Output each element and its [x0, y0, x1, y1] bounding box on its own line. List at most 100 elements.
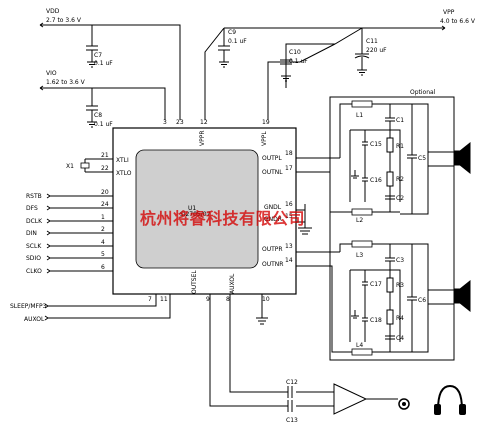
pin-left-name-0: XTLI [116, 157, 129, 164]
c2-label: C2 [396, 195, 404, 202]
chip-part: Si2705/07 [180, 211, 211, 218]
c7-value: 0.1 uF [94, 60, 113, 67]
left-net-label: DIN [26, 230, 37, 237]
headphone-path: C12 C13 [209, 294, 466, 424]
pin-top-num-0: 3 [163, 119, 167, 126]
gnd-right [351, 310, 359, 319]
optional-frame [329, 96, 455, 361]
c16-label: C16 [370, 177, 382, 184]
pin-right-num-2: 16 [285, 201, 293, 208]
cap-c3 [385, 244, 395, 270]
optional-block: Optional L1 L2 C1 R1 R2 C15 C16 C2 C5 [329, 89, 471, 361]
c9-symbol [218, 28, 230, 68]
amplifier-triangle [333, 383, 368, 415]
chip-gnd-wires [296, 204, 312, 235]
c11-name: C11 [366, 38, 378, 45]
left-net-wire [46, 268, 113, 274]
crystal-x1 [80, 162, 90, 169]
left-net-wire [46, 218, 113, 224]
caps-c15-c16 [362, 130, 368, 202]
pin-bottom-num-0: 7 [148, 296, 152, 303]
pin-bottom-num-2: 9 [206, 296, 210, 303]
vppr-net [204, 27, 225, 120]
resistor-chain-right [349, 269, 401, 352]
pin-bottom-num-3: 8 [226, 296, 230, 303]
pin-bottom-num-1: 11 [160, 296, 168, 303]
pin-bottom-name-3: AUXOL [229, 273, 236, 294]
left-net-wire [46, 255, 113, 261]
filter-left-wires [330, 103, 429, 215]
pin-top-name-2: VPPR [199, 130, 206, 146]
pin-right-name-3: GNDR [264, 216, 282, 223]
left-pin-number: 6 [101, 264, 105, 271]
vio-label: VIO [46, 70, 57, 77]
pin-left-name-1: XTLO [116, 170, 132, 177]
pin-left-num-1: 22 [101, 165, 109, 172]
jack-center [402, 402, 406, 406]
left-net-wire [46, 230, 113, 236]
pin-left-num-0: 21 [101, 152, 109, 159]
c3-label: C3 [396, 257, 404, 264]
inductor-l4 [351, 348, 373, 356]
pin-bottom-num-4: 10 [262, 296, 270, 303]
filter-left: L1 L2 C1 R1 R2 C15 C16 C2 C5 [330, 100, 471, 224]
c11-symbol [354, 28, 370, 76]
c18-label: C18 [370, 317, 382, 324]
left-pin-number: 4 [101, 239, 105, 246]
headphone-band [437, 384, 463, 411]
vdd-range: 2.7 to 3.6 V [46, 17, 82, 24]
cap-c1 [385, 104, 395, 130]
pin-top-num-1: 23 [176, 119, 184, 126]
pin-right-name-5: OUTNR [262, 261, 283, 268]
speaker-left-wires [428, 151, 454, 167]
chip-bottom-gnd [256, 294, 268, 325]
inductor-l3 [351, 240, 373, 248]
left-pin-number: 5 [101, 251, 105, 258]
speaker-left-icon [453, 141, 471, 175]
c11-value: 220 uF [366, 47, 387, 54]
c15-label: C15 [370, 141, 382, 148]
pin-right-name-4: OUTPR [262, 246, 283, 253]
net-sleep-label: SLEEP/MFP3 [10, 303, 47, 310]
jack-icon [398, 398, 410, 410]
headphone-left-cup [434, 404, 441, 415]
c8-symbol [86, 88, 98, 128]
sleep-aux-connectors [44, 303, 49, 321]
c9-name: C9 [228, 29, 236, 36]
left-pin-number: 1 [101, 214, 105, 221]
cap-c4 [385, 335, 395, 340]
left-net-label: RSTB [26, 193, 42, 200]
c13-label: C13 [286, 417, 298, 424]
vdd-label: VDD [46, 8, 60, 15]
r4-label: R4 [396, 315, 404, 322]
chip-output-wires [296, 157, 340, 300]
caps-c12-c13 [287, 386, 293, 412]
watermark-text: 杭州将睿科技有限公司 [140, 209, 305, 228]
l3-label: L3 [356, 252, 363, 259]
l2-label: L2 [356, 217, 363, 224]
c10-value: 0.1 uF [289, 58, 308, 65]
vpp-label: VPP [443, 9, 455, 16]
pin-right-num-3: 15 [285, 213, 293, 220]
vdd-net [46, 24, 181, 120]
left-net-label: SDIO [26, 255, 41, 262]
vpp-connector [438, 25, 446, 31]
c5-label: C5 [418, 155, 426, 162]
c12-label: C12 [286, 379, 298, 386]
crystal-label: X1 [66, 163, 74, 170]
inductor-l2 [351, 208, 373, 216]
c7-name: C7 [94, 52, 102, 59]
c4-label: C4 [396, 335, 404, 342]
c1-label: C1 [396, 117, 404, 124]
chip-u1: U1 Si2705/07 3 23 12 19 VPPR VPPL X1 21 … [10, 119, 340, 325]
filter-right-wires [331, 243, 429, 353]
vpp-range: 4.0 to 6.6 V [440, 18, 476, 25]
left-net-wire [46, 205, 113, 211]
pin-right-num-4: 13 [285, 243, 293, 250]
xtal-wires [84, 158, 113, 173]
cap-c6 [407, 244, 417, 352]
speaker-right-wires [428, 289, 454, 305]
vio-supply: VIO 1.62 to 3.6 V C8 0.1 uF [39, 70, 166, 128]
c17-label: C17 [370, 281, 382, 288]
